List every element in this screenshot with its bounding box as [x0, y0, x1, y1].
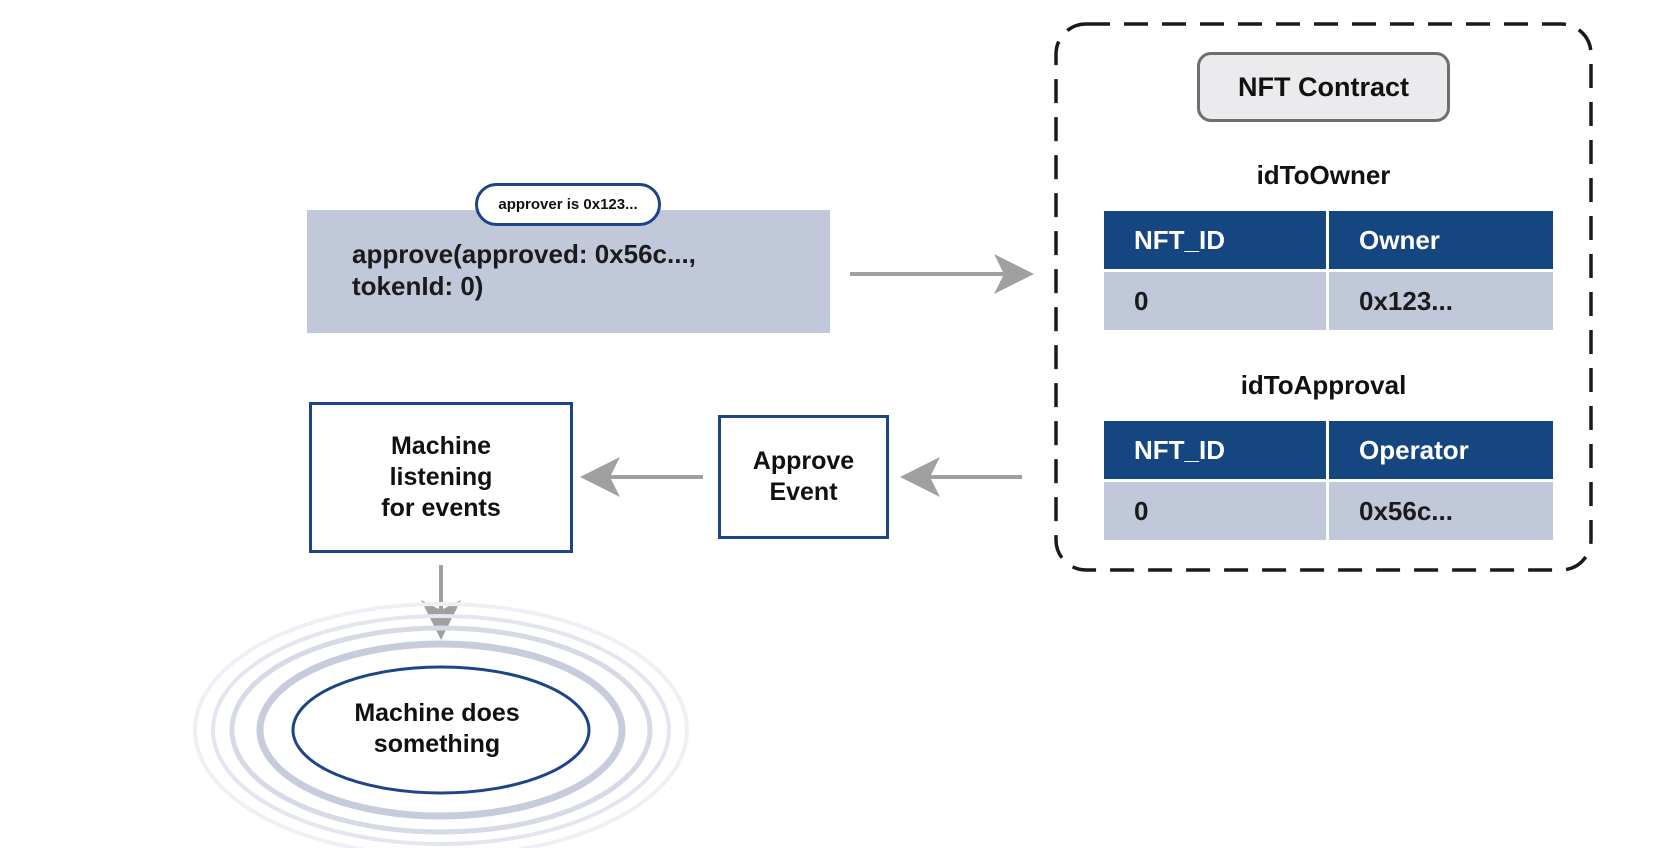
- approve-call-line-2: tokenId: 0): [352, 271, 484, 301]
- listener-line-2: listening: [389, 463, 493, 491]
- approve-event-line-2: Event: [769, 478, 838, 506]
- id-to-owner-label: idToOwner: [1256, 160, 1391, 190]
- id-to-approval-label: idToApproval: [1240, 370, 1407, 400]
- approve-call-box: [307, 210, 830, 333]
- table-header: NFT_ID: [1104, 421, 1326, 479]
- action-line-2: something: [373, 730, 501, 758]
- approve-event-line-1: Approve: [752, 447, 855, 475]
- ripple-ring-3: [229, 625, 653, 835]
- contract-container: [1054, 22, 1593, 572]
- table-header: Owner: [1329, 211, 1553, 269]
- id-to-approval-table: NFT_ID Operator 0 0x56c...: [1104, 421, 1553, 540]
- table-cell: 0: [1104, 272, 1326, 330]
- machine-action-text: Machine does something: [287, 698, 587, 760]
- machine-listener-box: Machine listening for events: [309, 402, 573, 553]
- action-line-1: Machine does: [354, 699, 520, 727]
- table-cell: 0x123...: [1329, 272, 1553, 330]
- approve-event-box: Approve Event: [718, 415, 889, 539]
- approve-call-line-1: approve(approved: 0x56c...,: [352, 239, 696, 269]
- contract-title: NFT Contract: [1197, 52, 1450, 122]
- listener-line-1: Machine: [390, 432, 491, 460]
- ripple-ring-2: [256, 640, 626, 820]
- table-header: NFT_ID: [1104, 211, 1326, 269]
- table-cell: 0x56c...: [1329, 482, 1553, 540]
- listener-line-3: for events: [381, 494, 501, 522]
- id-to-owner-table: NFT_ID Owner 0 0x123...: [1104, 211, 1553, 330]
- approve-call-text: approve(approved: 0x56c..., tokenId: 0): [352, 238, 696, 302]
- table-cell: 0: [1104, 482, 1326, 540]
- ripple-ring-4: [211, 614, 671, 846]
- approver-badge: approver is 0x123...: [475, 183, 661, 226]
- action-ellipse: [291, 665, 591, 795]
- table-header: Operator: [1329, 421, 1553, 479]
- ripple-ring-outer: [193, 602, 689, 848]
